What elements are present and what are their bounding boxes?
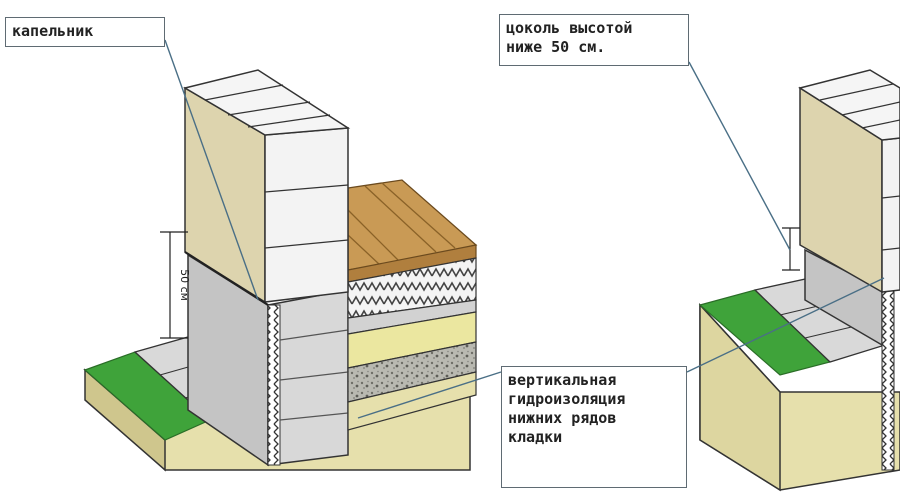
vertical-waterproofing-strip-right <box>881 289 895 471</box>
leader-drip-edge <box>164 39 259 301</box>
wall-front-right <box>881 137 900 293</box>
leader-waterproof-right <box>686 277 885 373</box>
drip-edge <box>184 251 269 306</box>
leader-plinth <box>688 61 791 251</box>
wall-front <box>264 127 349 303</box>
vertical-waterproofing-strip <box>267 304 281 466</box>
soil-side-right <box>699 303 781 492</box>
plinth-height-label: цоколь высотой ниже 50 см. <box>499 14 689 66</box>
dimension-label: 50 см <box>178 269 191 301</box>
leader-lines <box>164 39 885 419</box>
dimension-right <box>782 227 800 271</box>
vertical-waterproofing-label: вертикальная гидроизоляция нижних рядов … <box>501 366 687 488</box>
drip-edge-label: капельник <box>5 17 165 47</box>
right-assembly <box>698 69 900 492</box>
leader-waterproof-left <box>357 371 502 419</box>
dimension-50cm <box>160 231 188 339</box>
left-assembly: 50 см <box>83 69 478 472</box>
